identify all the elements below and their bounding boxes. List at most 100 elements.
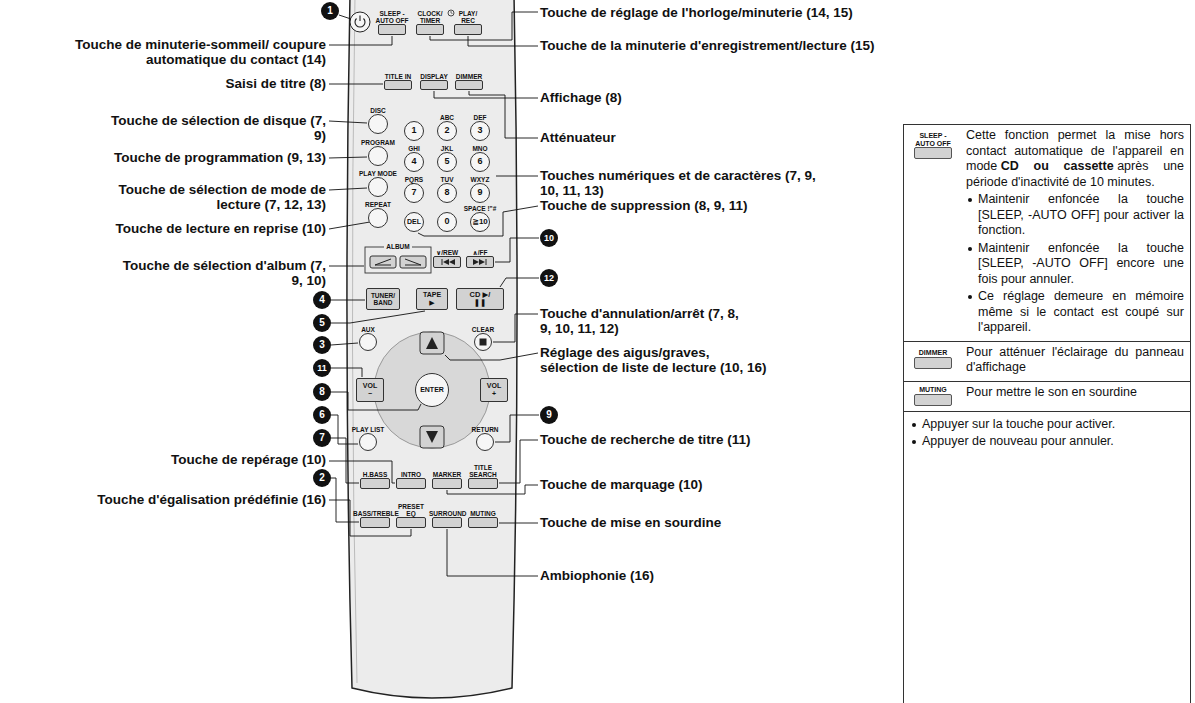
- button-label: REPEAT: [358, 201, 398, 208]
- callout-label: Atténuateur: [540, 130, 840, 145]
- info-text-run: CD ou cassette: [1001, 159, 1114, 173]
- round-button: JKL5: [437, 152, 457, 172]
- button-label: ∧/FF: [465, 249, 495, 256]
- callout-label: Touche d'égalisation prédéfinie (16): [81, 492, 326, 507]
- remote-button: DISPLAY: [420, 80, 448, 90]
- button-label: TITLE IN: [378, 73, 418, 80]
- bullet-item: Appuyer sur la touche pour activer.: [910, 417, 1184, 433]
- button-text: 2: [438, 126, 456, 136]
- callout-label: Touche de lecture en reprise (10): [26, 221, 326, 236]
- power-button: [350, 12, 370, 32]
- remote-button: SURROUND: [432, 517, 462, 528]
- button-label: INTRO: [395, 471, 427, 478]
- info-text-run: Pour mettre le son en sourdine: [966, 385, 1137, 399]
- button-text: 0: [438, 217, 456, 227]
- round-button: ABC2: [437, 121, 457, 141]
- callout-number: 9: [540, 406, 558, 424]
- info-paragraph: Pour atténuer l'éclairage du panneau d'a…: [966, 345, 1184, 376]
- button-label: SPACE !"#: [460, 205, 500, 212]
- button-text: ENTER: [416, 386, 448, 394]
- round-button: PLAY LIST: [359, 433, 377, 451]
- remote-button: MARKER: [432, 478, 462, 489]
- button-label: PQRS: [399, 176, 429, 183]
- round-button: MNO6: [470, 152, 490, 172]
- round-button: WXYZ9: [470, 183, 490, 203]
- remote-button: VOL −: [356, 378, 384, 402]
- callout-label: Touche de recherche de titre (11): [540, 432, 765, 447]
- button-label: DISPLAY: [414, 73, 454, 80]
- button-text: 9: [471, 188, 489, 198]
- round-button: DEF3: [470, 121, 490, 141]
- callout-number: 12: [540, 269, 558, 287]
- bullet-item: Maintenir enfoncée la touche [SLEEP, -AU…: [966, 192, 1184, 239]
- callout-label: Touche de réglage de l'horloge/minuterie…: [540, 5, 960, 20]
- button-text: VOL +: [486, 382, 502, 397]
- bullet-item: Ce réglage demeure en mémoire même si le…: [966, 289, 1184, 336]
- button-text: 3: [471, 126, 489, 136]
- remote-button: MUTING: [468, 517, 498, 528]
- info-text-run: Pour atténuer l'éclairage du panneau d'a…: [966, 345, 1184, 375]
- callout-label: Ambiophonie (16): [540, 568, 840, 583]
- info-paragraph: Pour mettre le son en sourdine: [966, 385, 1184, 401]
- clock-icon: [448, 10, 454, 16]
- button-label: CLOCK/ TIMER: [415, 10, 445, 24]
- button-label: SURROUND: [429, 510, 465, 517]
- remote-button: CLOCK/ TIMER: [416, 24, 444, 35]
- button-text: 7: [405, 188, 423, 198]
- callout-label: Touche de minuterie-sommeil/ coupure aut…: [58, 37, 326, 67]
- remote-button: ∨/REW: [433, 256, 461, 268]
- button-label: MUTING: [468, 510, 498, 517]
- button-label: H.BASS: [359, 471, 391, 478]
- remote-button: ∧/FF: [466, 256, 494, 268]
- info-text: Pour atténuer l'éclairage du panneau d'a…: [966, 345, 1184, 376]
- bullet-item: Appuyer de nouveau pour annuler.: [910, 434, 1184, 450]
- remote-button: PLAY/ REC: [454, 24, 482, 35]
- round-button: 0: [437, 212, 457, 232]
- round-button: PQRS7: [404, 183, 424, 203]
- round-button: DEL: [404, 212, 424, 232]
- round-button: ENTER: [415, 373, 449, 407]
- button-label: DEF: [465, 114, 495, 121]
- button-label: SLEEP -AUTO OFF: [374, 10, 410, 24]
- button-label: AUX: [353, 326, 383, 333]
- button-text: 5: [438, 157, 456, 167]
- button-icon: SLEEP -AUTO OFF: [914, 147, 952, 159]
- button-label: TUV: [432, 176, 462, 183]
- round-button: CLEAR: [474, 333, 492, 351]
- callout-label: Saisi de titre (8): [26, 76, 326, 91]
- callout-number: 8: [313, 383, 331, 401]
- remote-button: SLEEP -AUTO OFF: [378, 24, 406, 35]
- remote-button: TAPE ▶: [416, 288, 448, 310]
- round-button: SPACE !"#≧10: [470, 212, 490, 232]
- button-label: DIMMER: [913, 349, 953, 357]
- button-label: RETURN: [468, 426, 502, 433]
- button-text: 6: [471, 157, 489, 167]
- round-button: GHI4: [404, 152, 424, 172]
- callout-label: Touche de la minuterie d'enregistrement/…: [540, 38, 960, 53]
- button-label: PRESET EQ: [397, 503, 425, 517]
- button-label: GHI: [399, 145, 429, 152]
- round-button: REPEAT: [368, 208, 388, 228]
- remote-button: VOL +: [480, 378, 508, 402]
- callout-number: 5: [313, 314, 331, 332]
- callout-number: 10: [540, 229, 558, 247]
- button-text: 4: [405, 157, 423, 167]
- callout-label: Touches numériques et de caractères (7, …: [540, 168, 820, 198]
- button-label: DISC: [358, 107, 398, 114]
- callout-number: 6: [313, 406, 331, 424]
- callout-label: Touche de marquage (10): [540, 477, 840, 492]
- info-panel: Cette fonction permet la mise hors conta…: [903, 124, 1191, 703]
- button-text: 8: [438, 188, 456, 198]
- round-button: PLAY MODE: [368, 177, 388, 197]
- callout-label: Touche de mise en sourdine: [540, 515, 840, 530]
- remote-button: PRESET EQ: [396, 517, 426, 528]
- callout-label: Affichage (8): [540, 90, 840, 105]
- button-label: WXYZ: [465, 176, 495, 183]
- info-text: Cette fonction permet la mise hors conta…: [966, 128, 1184, 336]
- callout-label: Touche d'annulation/arrêt (7, 8, 9, 10, …: [540, 306, 740, 336]
- button-icon: MUTING: [914, 394, 952, 406]
- button-label: MUTING: [913, 386, 953, 394]
- button-label: PLAY/ REC: [455, 10, 481, 24]
- round-button: AUX: [359, 333, 377, 351]
- bullet-item: Maintenir enfoncée la touche [SLEEP, -AU…: [966, 241, 1184, 288]
